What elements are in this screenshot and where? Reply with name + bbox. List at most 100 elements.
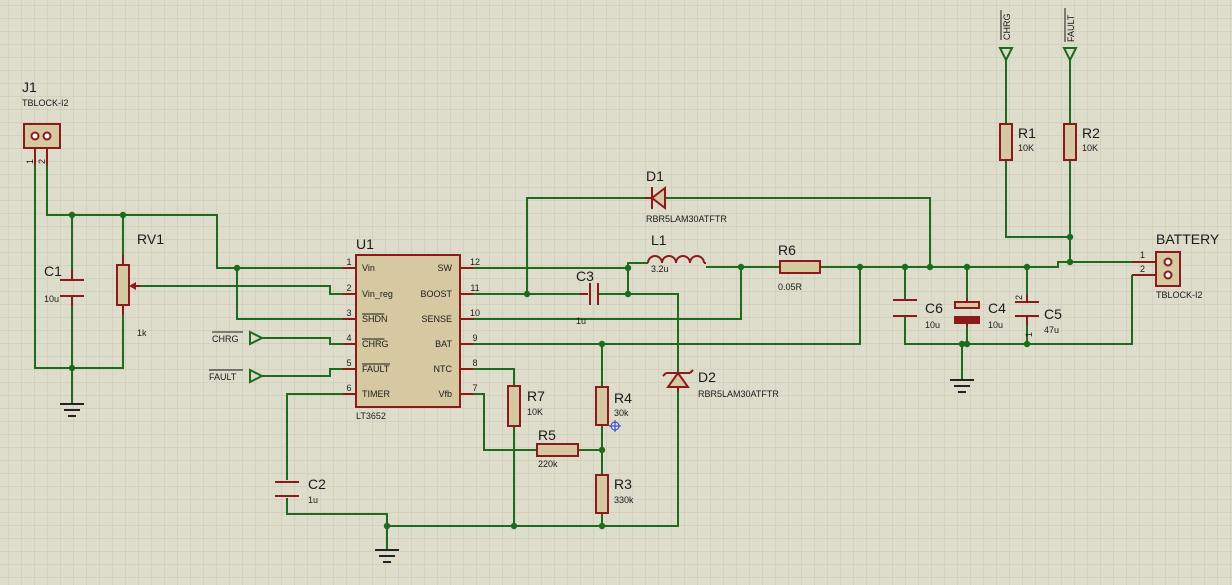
ic-u1[interactable]: U1 LT3652 1Vin2Vin_reg3SHDN4CHRG5FAULT6T… xyxy=(343,236,480,421)
u1-pin-number: 5 xyxy=(346,358,351,368)
c2-ref: C2 xyxy=(308,476,326,492)
resistor-r3[interactable]: R3 330k xyxy=(595,474,634,514)
r6-ref: R6 xyxy=(778,242,796,258)
r4-value: 30k xyxy=(614,408,629,418)
connector-j1[interactable]: J1 TBLOCK-I2 1 2 xyxy=(22,79,69,165)
r2-value: 10K xyxy=(1082,143,1098,153)
c5-ref: C5 xyxy=(1044,306,1062,322)
c2-value: 1u xyxy=(308,495,318,505)
capacitor-c1[interactable]: C1 10u xyxy=(44,263,84,306)
c5-pin1: 1 xyxy=(1024,332,1034,337)
resistor-r5[interactable]: R5 220k xyxy=(536,427,579,469)
u1-ref: U1 xyxy=(356,236,374,252)
terminal-fault-left[interactable]: FAULT xyxy=(209,368,265,384)
potentiometer-rv1[interactable]: RV1 1k xyxy=(116,231,164,338)
u1-pin-number: 11 xyxy=(470,283,479,293)
junctions xyxy=(68,211,1074,530)
u1-pin-name: SENSE xyxy=(421,314,452,324)
l1-value: 3.2u xyxy=(651,264,669,274)
battery-pin1: 1 xyxy=(1140,250,1145,260)
r5-ref: R5 xyxy=(538,427,556,443)
c4-ref: C4 xyxy=(988,300,1006,316)
d2-ref: D2 xyxy=(698,369,716,385)
r3-ref: R3 xyxy=(614,476,632,492)
u1-pin-name: SW xyxy=(438,263,453,273)
j1-pin2: 2 xyxy=(37,159,47,164)
resistor-r2[interactable]: R2 10K xyxy=(1063,123,1100,161)
u1-pin-name: NTC xyxy=(434,364,453,374)
terminal-chrg-left[interactable]: CHRG xyxy=(212,330,265,346)
c5-pin2: 2 xyxy=(1014,295,1024,300)
u1-pin-number: 2 xyxy=(346,283,351,293)
c3-ref: C3 xyxy=(576,268,594,284)
capacitor-c3[interactable]: C3 1u xyxy=(576,268,599,326)
c5-value: 47u xyxy=(1044,325,1059,335)
u1-pin-name: BOOST xyxy=(420,289,452,299)
r1-value: 10K xyxy=(1018,143,1034,153)
connector-battery[interactable]: BATTERY 1 2 TBLOCK-I2 xyxy=(1132,231,1220,300)
rv1-ref: RV1 xyxy=(137,231,164,247)
u1-pin-name: Vin_reg xyxy=(362,289,393,299)
inductor-l1[interactable]: L1 3.2u xyxy=(647,232,706,274)
r4-ref: R4 xyxy=(614,390,632,406)
diode-d2[interactable]: D2 RBR5LAM30ATFTR xyxy=(662,369,779,399)
battery-pin2: 2 xyxy=(1140,264,1145,274)
r5-value: 220k xyxy=(538,459,558,469)
u1-pin-name: Vin xyxy=(362,263,375,273)
terminal-chrg-top[interactable]: CHRG xyxy=(998,10,1014,63)
capacitor-c6[interactable]: C6 10u xyxy=(893,299,943,330)
l1-ref: L1 xyxy=(651,232,667,248)
j1-value: TBLOCK-I2 xyxy=(22,98,69,108)
r7-value: 10K xyxy=(527,407,543,417)
u1-pin-name: Vfb xyxy=(438,389,452,399)
resistor-r6[interactable]: R6 0.05R xyxy=(778,242,821,292)
fault-top-label: FAULT xyxy=(1066,14,1076,42)
ground-symbol xyxy=(60,368,84,417)
u1-pin-number: 1 xyxy=(346,257,351,267)
u1-pin-number: 10 xyxy=(470,308,480,318)
battery-value: TBLOCK-I2 xyxy=(1156,290,1203,300)
u1-pin-name: FAULT xyxy=(362,364,390,374)
u1-pin-name: CHRG xyxy=(362,339,389,349)
r7-ref: R7 xyxy=(527,388,545,404)
u1-pin-number: 7 xyxy=(472,383,477,393)
fault-left-label: FAULT xyxy=(209,372,237,382)
terminal-fault-top[interactable]: FAULT xyxy=(1062,8,1078,63)
wires xyxy=(34,60,1133,550)
r3-value: 330k xyxy=(614,495,634,505)
u1-value: LT3652 xyxy=(356,411,386,421)
resistor-r4[interactable]: R4 30k xyxy=(595,386,632,426)
u1-pin-number: 4 xyxy=(346,333,351,343)
u1-pins: 1Vin2Vin_reg3SHDN4CHRG5FAULT6TIMER12SW11… xyxy=(343,257,480,399)
c3-value: 1u xyxy=(576,316,586,326)
d2-value: RBR5LAM30ATFTR xyxy=(698,389,779,399)
j1-pin1: 1 xyxy=(25,159,35,164)
c6-ref: C6 xyxy=(925,300,943,316)
c4-value: 10u xyxy=(988,320,1003,330)
rv1-value: 1k xyxy=(137,328,147,338)
ground-symbol xyxy=(375,549,399,563)
capacitor-c5[interactable]: 2 1 C5 47u xyxy=(1014,295,1062,337)
r1-ref: R1 xyxy=(1018,125,1036,141)
u1-pin-number: 8 xyxy=(472,358,477,368)
battery-ref: BATTERY xyxy=(1156,231,1220,247)
u1-pin-number: 9 xyxy=(472,333,477,343)
u1-pin-number: 12 xyxy=(470,257,480,267)
u1-pin-name: TIMER xyxy=(362,389,390,399)
d1-ref: D1 xyxy=(646,168,664,184)
chrg-top-label: CHRG xyxy=(1002,14,1012,41)
resistor-r1[interactable]: R1 10K xyxy=(999,123,1036,161)
c6-value: 10u xyxy=(925,320,940,330)
diode-d1[interactable]: D1 RBR5LAM30ATFTR xyxy=(645,168,727,224)
d1-value: RBR5LAM30ATFTR xyxy=(646,214,727,224)
crosshair-marker-icon xyxy=(609,420,621,432)
r2-ref: R2 xyxy=(1082,125,1100,141)
capacitor-c4[interactable]: C4 10u xyxy=(954,298,1006,330)
r6-value: 0.05R xyxy=(778,282,803,292)
u1-pin-name: BAT xyxy=(435,339,452,349)
ground-symbol xyxy=(950,379,974,393)
resistor-r7[interactable]: R7 10K xyxy=(507,385,545,427)
c1-value: 10u xyxy=(44,294,59,304)
capacitor-c2[interactable]: C2 1u xyxy=(275,476,326,505)
